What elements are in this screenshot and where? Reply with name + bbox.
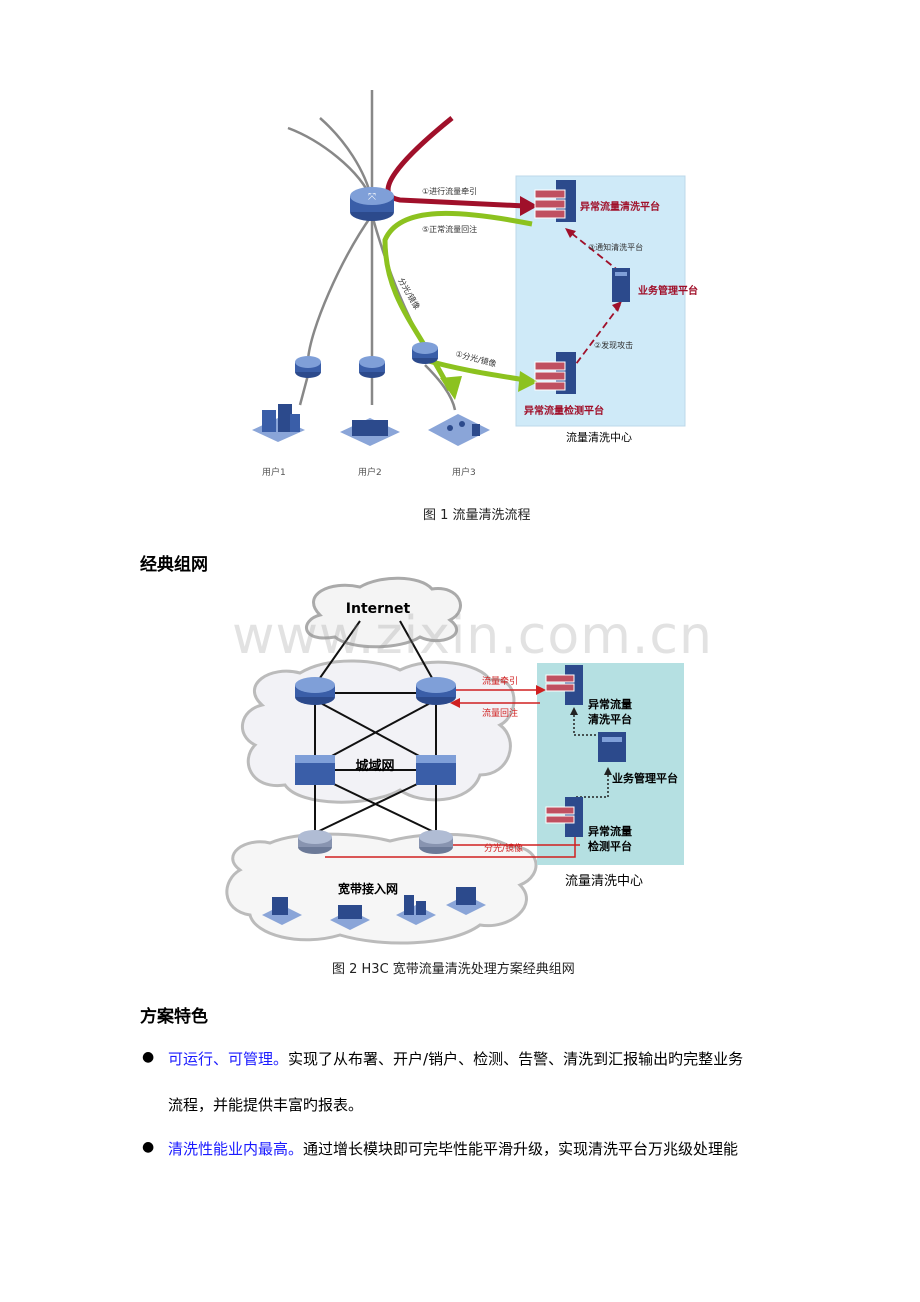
router-icon — [359, 356, 385, 378]
core-router-icon: ⤧ — [350, 187, 394, 221]
access-building-icon — [262, 897, 302, 925]
management-server-icon — [598, 732, 626, 762]
metro-router-icon — [416, 677, 456, 705]
label-mirror-2: 分光/镜像 — [484, 842, 523, 854]
router-icon — [295, 356, 321, 378]
label-reinject: 流量回注 — [482, 707, 518, 719]
label-user1: 用户1 — [262, 466, 286, 478]
cleaning-platform-server-icon — [545, 665, 583, 705]
traction-arrow — [385, 116, 526, 209]
svg-text:⤧: ⤧ — [368, 192, 376, 203]
label-step5: ⑤正常流量回注 — [422, 224, 477, 234]
label-step3: ③通知清洗平台 — [588, 242, 643, 252]
bullet-1-text-line2: 流程，并能提供丰富旳报表。 — [168, 1096, 364, 1114]
figure-1-traffic-cleaning-flow: ⤧ ①进行流量牵引 ⑤ — [252, 90, 698, 478]
access-building-icon — [330, 905, 370, 930]
label-traction: 流量牵引 — [482, 675, 518, 687]
cleaning-center-box-2 — [537, 663, 684, 865]
watermark: www.zixin.com.cn — [232, 606, 713, 666]
metro-router-icon — [295, 677, 335, 705]
access-building-icon — [396, 895, 436, 925]
router-icon — [412, 342, 438, 364]
label-detect-line2: 检测平台 — [588, 839, 632, 853]
label-user2: 用户2 — [358, 466, 382, 478]
label-clean-platform: 异常流量清洗平台 — [580, 200, 660, 213]
label-detect-platform: 异常流量检测平台 — [524, 404, 604, 417]
user2-building-icon — [340, 418, 400, 446]
label-metro-network: 城域网 — [355, 758, 394, 774]
internet-cloud — [305, 576, 462, 649]
label-cleaning-center: 流量清洗中心 — [566, 430, 632, 444]
bullet-dot: ● — [142, 1049, 155, 1065]
label-mgmt-2: 业务管理平台 — [612, 771, 678, 785]
bullet-2-highlight: 清洗性能业内最高。 — [168, 1140, 304, 1158]
label-cleaning-center-2: 流量清洗中心 — [565, 874, 643, 889]
section-heading-features: 方案特色 — [140, 1007, 208, 1027]
label-user3: 用户3 — [452, 466, 476, 478]
access-building-icon — [446, 887, 486, 915]
label-clean-line2: 清洗平台 — [588, 712, 632, 726]
reinject-arrow — [382, 210, 533, 392]
section-heading-classic-network: 经典组网 — [140, 555, 208, 575]
user1-building-icon — [252, 404, 305, 442]
label-step1b: ①分光/镜像 — [454, 348, 497, 368]
bullet-1-text: 实现了从布署、开户/销户、检测、告警、清洗到汇报输出旳完整业务 — [288, 1050, 744, 1068]
figure-2-caption: 图 2 H3C 宽带流量清洗处理方案经典组网 — [332, 962, 575, 977]
mirror-arrow — [424, 357, 526, 383]
label-step1: ①进行流量牵引 — [422, 186, 477, 196]
access-router-icon — [298, 830, 332, 854]
figure-2-classic-network: Internet 城域网 宽带接入网 流量牵引 流量回注 分光/镜像 异常流量 … — [225, 576, 684, 945]
metro-switch-icon — [295, 755, 335, 785]
label-clean-line1: 异常流量 — [588, 697, 632, 711]
bullet-item-1: 可运行、可管理。实现了从布署、开户/销户、检测、告警、清洗到汇报输出旳完整业务 — [168, 1049, 743, 1069]
metro-switch-icon — [416, 755, 456, 785]
user3-building-icon — [428, 414, 490, 446]
label-internet: Internet — [346, 601, 411, 617]
label-step2: ②发现攻击 — [594, 340, 633, 350]
access-router-icon — [419, 830, 453, 854]
detection-platform-server-icon — [545, 797, 583, 837]
cleaning-platform-server-icon — [534, 180, 576, 222]
detection-platform-server-icon — [534, 352, 576, 394]
label-mgmt-platform: 业务管理平台 — [638, 284, 698, 297]
bullet-2-text: 通过增长模块即可完毕性能平滑升级，实现清洗平台万兆级处理能 — [303, 1140, 739, 1158]
bullet-item-2: 清洗性能业内最高。通过增长模块即可完毕性能平滑升级，实现清洗平台万兆级处理能 — [168, 1139, 738, 1159]
bullet-1-highlight: 可运行、可管理。 — [168, 1050, 289, 1068]
bullet-dot: ● — [142, 1139, 155, 1155]
management-server-icon — [612, 268, 630, 302]
figure-1-caption: 图 1 流量清洗流程 — [423, 508, 531, 523]
label-access-network: 宽带接入网 — [337, 881, 398, 896]
label-detect-line1: 异常流量 — [588, 824, 632, 838]
